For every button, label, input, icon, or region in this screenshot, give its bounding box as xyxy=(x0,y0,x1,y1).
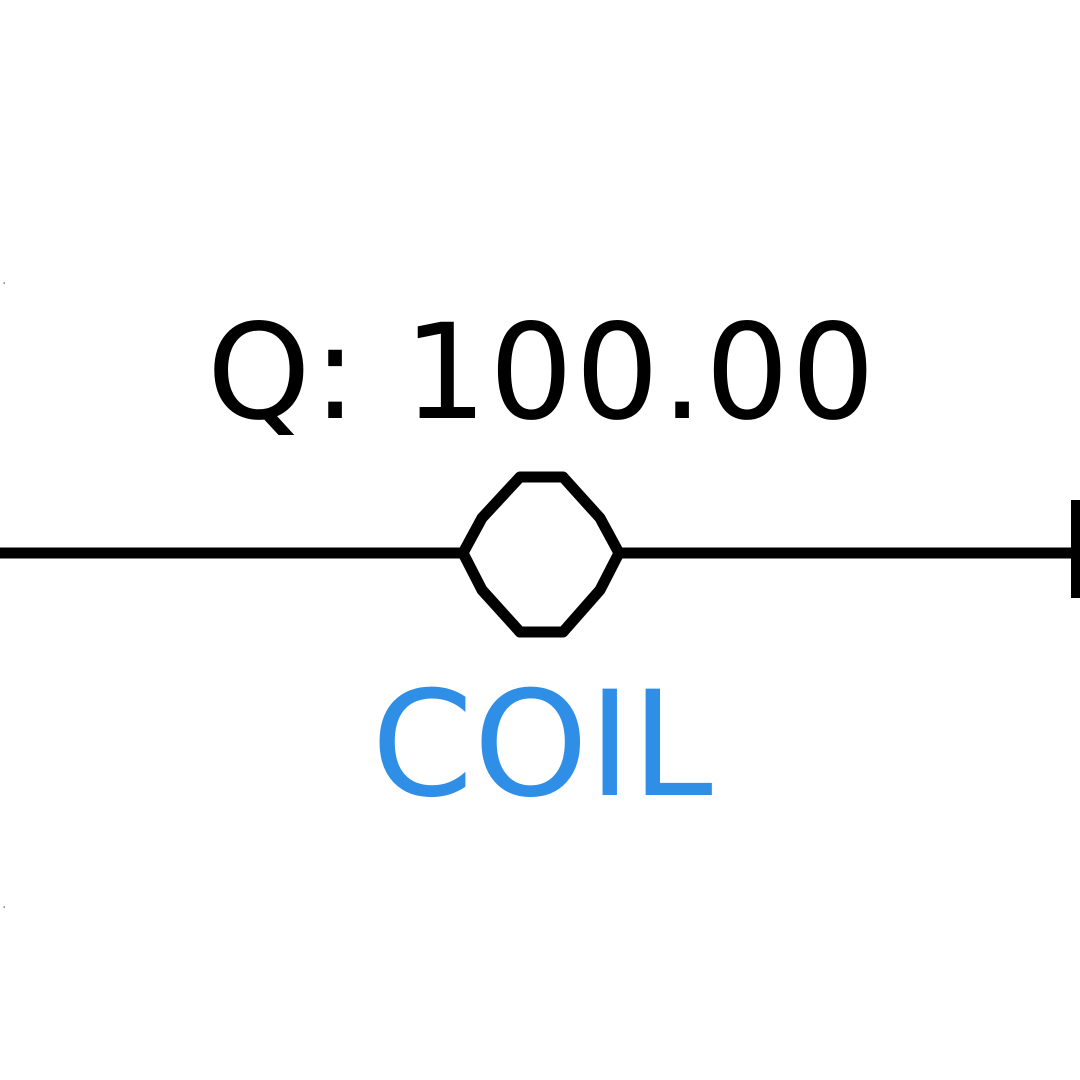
q-readout-label: Q xyxy=(206,296,313,450)
q-readout-separator: : xyxy=(312,296,360,450)
q-readout: Q: 100.00 xyxy=(0,298,1080,448)
edge-speck-bottom: · xyxy=(2,900,7,916)
coil-symbol xyxy=(457,471,625,638)
q-readout-value: 100.00 xyxy=(403,296,878,450)
coil-label: COIL xyxy=(371,660,713,830)
edge-speck-top: · xyxy=(2,276,7,292)
